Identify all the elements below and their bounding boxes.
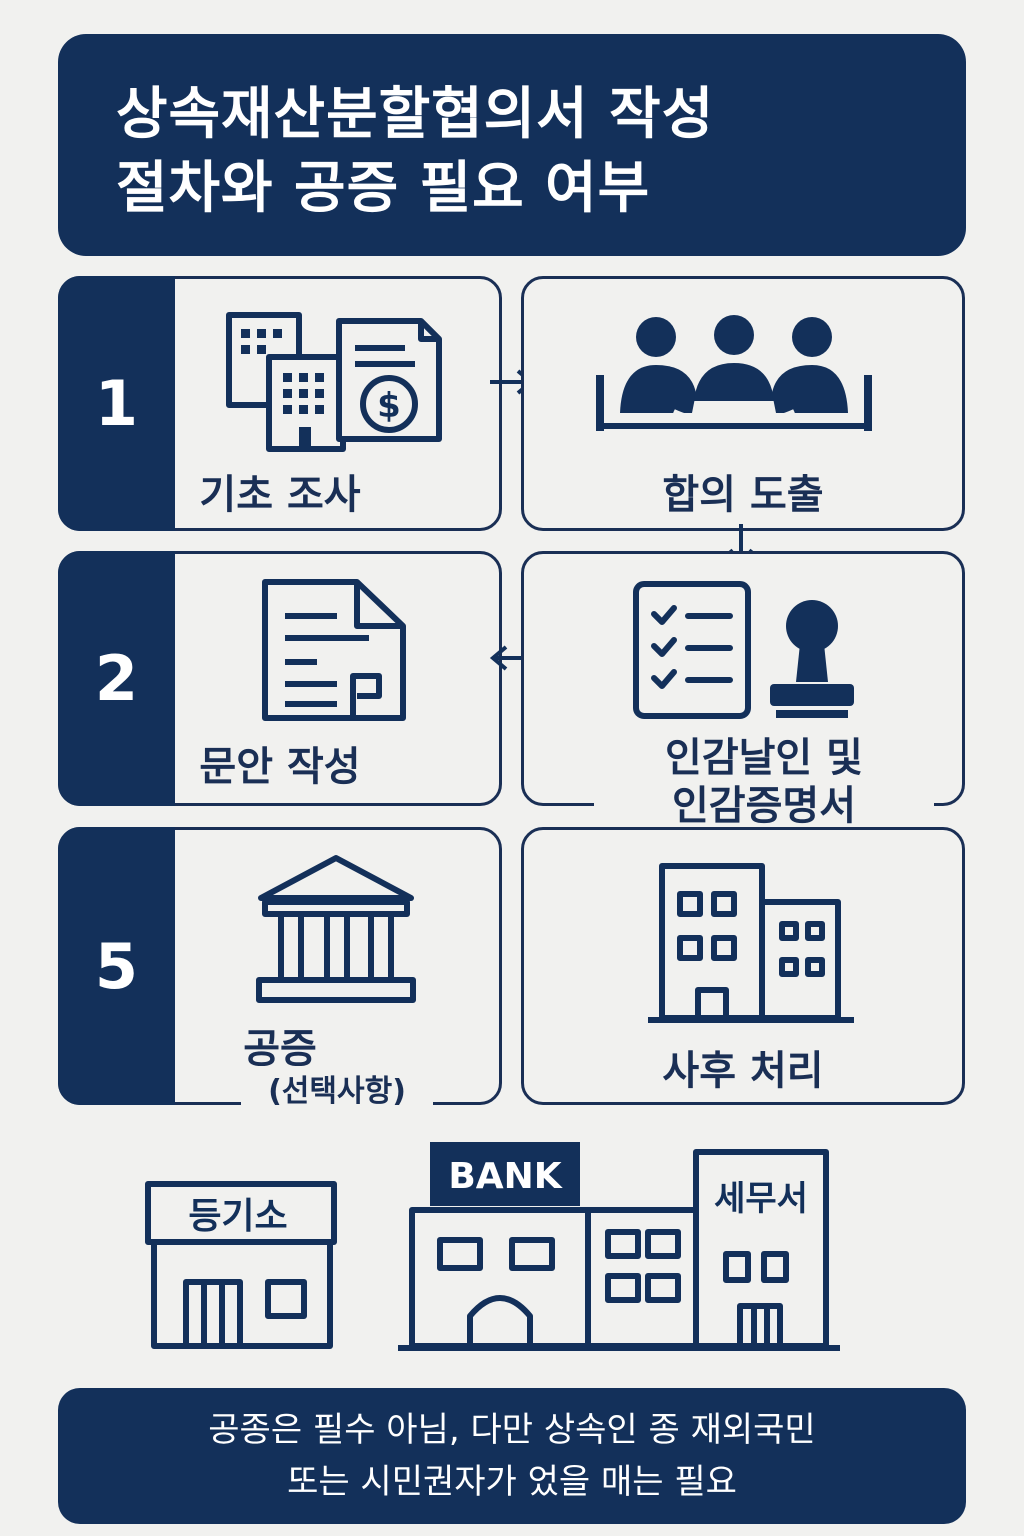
title-line-2: 절차와 공증 필요 여부 bbox=[116, 156, 651, 221]
office-building-icon bbox=[648, 863, 854, 1023]
step-drafting-card: 2 문안 작성 bbox=[58, 551, 502, 806]
institutions-illustration: 등기소 BANK 세무서 bbox=[145, 1142, 840, 1351]
step-basic-research-card: 1 $ 기초 조사 bbox=[58, 276, 502, 531]
footer-line-1: 공종은 필수 아님, 다만 상속인 종 재외국민 bbox=[208, 1410, 816, 1450]
footer-note: 공종은 필수 아님, 다만 상속인 종 재외국민 또는 시민권자가 었을 매는 … bbox=[58, 1388, 966, 1524]
courthouse-icon bbox=[256, 855, 416, 1003]
label-basic-research: 기초 조사 bbox=[199, 472, 361, 518]
buildings-documents-icon: $ bbox=[226, 312, 442, 452]
step-agreement-card: 합의 도출 bbox=[521, 276, 965, 531]
label-followup: 사후 처리 bbox=[662, 1048, 824, 1094]
label-agreement: 합의 도출 bbox=[662, 472, 824, 518]
label-seal-line-2: 인감증명서 bbox=[672, 783, 856, 829]
label-drafting: 문안 작성 bbox=[199, 744, 361, 790]
footer-line-2: 또는 시민권자가 었을 매는 필요 bbox=[287, 1462, 737, 1502]
bank-sign bbox=[430, 1142, 580, 1206]
label-notarization-optional: (선택사항) bbox=[241, 1066, 433, 1110]
title-line-1: 상속재산분할협의서 작성 bbox=[116, 82, 715, 147]
step-number-2: 2 bbox=[58, 551, 175, 806]
label-seal-line-1: 인감날인 및 bbox=[665, 735, 863, 781]
document-icon bbox=[262, 579, 406, 721]
label-seal-certificate: 인감날인 및 인감증명서 bbox=[594, 734, 934, 830]
svg-text:$: $ bbox=[377, 386, 401, 426]
step-notarization-card: 5 공증 (선택사항) bbox=[58, 827, 502, 1110]
registry-label: 등기소 bbox=[188, 1196, 287, 1237]
registry-sign bbox=[145, 1181, 337, 1245]
seal-stamp-icon bbox=[770, 600, 854, 718]
checklist-icon bbox=[633, 581, 751, 719]
meeting-people-icon bbox=[596, 315, 872, 431]
step-number-5: 5 bbox=[58, 827, 175, 1105]
tax-office-label: 세무서 bbox=[714, 1179, 808, 1219]
label-notarization: 공증 bbox=[243, 1026, 317, 1072]
step-seal-certificate-card: 인감날인 및 인감증명서 bbox=[521, 551, 965, 830]
step-number-1: 1 bbox=[58, 276, 175, 531]
bank-label: BANK bbox=[448, 1156, 562, 1197]
step-followup-card: 사후 처리 bbox=[521, 827, 965, 1105]
title-banner: 상속재산분할협의서 작성 절차와 공증 필요 여부 bbox=[58, 34, 966, 256]
